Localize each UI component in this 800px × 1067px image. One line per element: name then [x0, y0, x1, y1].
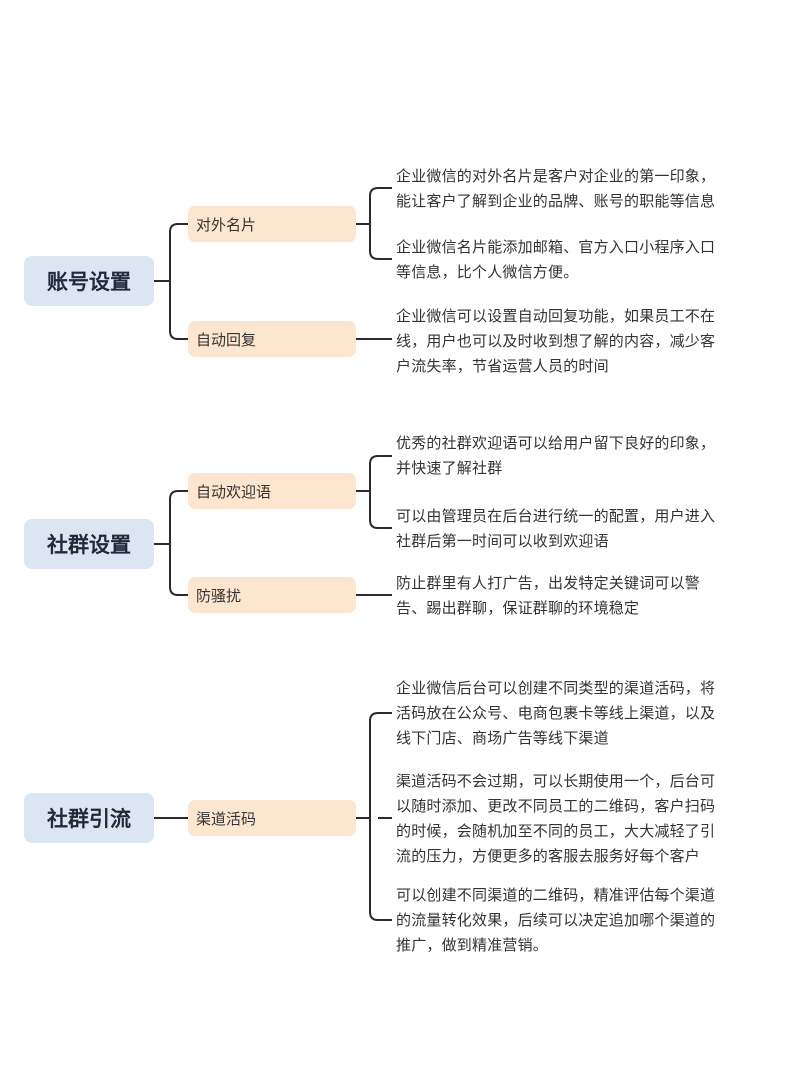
root-node-community-traffic: 社群引流	[24, 793, 154, 843]
note-line: 线下门店、商场广告等线下渠道	[396, 729, 609, 747]
note-line: 户流失率，节省运营人员的时间	[396, 357, 609, 375]
branch-node-channel-code: 渠道活码	[188, 800, 356, 836]
branch-node-label: 渠道活码	[196, 809, 257, 828]
note-line: 线，用户也可以及时收到想了解的内容，减少客	[396, 332, 716, 350]
note-line: 可以创建不同渠道的二维码，精准评估每个渠道	[396, 886, 716, 904]
connector-root-2	[154, 490, 188, 596]
connector-branch-2-1	[356, 455, 392, 529]
note-line: 企业微信名片能添加邮箱、官方入口小程序入口	[396, 238, 716, 256]
note-business-card-2: 企业微信名片能添加邮箱、官方入口小程序入口 等信息，比个人微信方便。	[396, 235, 766, 285]
note-business-card-1: 企业微信的对外名片是客户对企业的第一印象， 能让客户了解到企业的品牌、账号的职能…	[396, 164, 766, 214]
branch-node-anti-harassment: 防骚扰	[188, 577, 356, 613]
root-node-label: 社群引流	[47, 807, 131, 831]
connector-branch-1-1	[356, 187, 392, 260]
note-channel-code-1: 企业微信后台可以创建不同类型的渠道活码，将 活码放在公众号、电商包裹卡等线上渠道…	[396, 676, 766, 751]
branch-node-label: 对外名片	[196, 215, 257, 234]
branch-node-label: 自动回复	[196, 330, 257, 349]
note-line: 可以由管理员在后台进行统一的配置，用户进入	[396, 507, 716, 525]
note-line: 防止群里有人打广告，出发特定关键词可以警	[396, 574, 701, 592]
branch-node-label: 自动欢迎语	[196, 482, 272, 501]
connector-root-1	[154, 223, 188, 340]
connector-branch-3-1	[356, 712, 392, 921]
note-line: 的流量转化效果，后续可以决定追加哪个渠道的	[396, 911, 716, 929]
root-node-label: 账号设置	[47, 270, 131, 294]
note-line: 社群后第一时间可以收到欢迎语	[396, 532, 609, 550]
note-line: 渠道活码不会过期，可以长期使用一个，后台可	[396, 772, 716, 790]
note-line: 告、踢出群聊，保证群聊的环境稳定	[396, 599, 640, 617]
note-welcome-message-2: 可以由管理员在后台进行统一的配置，用户进入 社群后第一时间可以收到欢迎语	[396, 504, 766, 554]
note-line: 能让客户了解到企业的品牌、账号的职能等信息	[396, 192, 716, 210]
note-line: 企业微信后台可以创建不同类型的渠道活码，将	[396, 679, 716, 697]
note-line: 并快速了解社群	[396, 459, 503, 477]
note-line: 等信息，比个人微信方便。	[396, 263, 579, 281]
root-node-account-settings: 账号设置	[24, 256, 154, 306]
note-line: 活码放在公众号、电商包裹卡等线上渠道，以及	[396, 704, 716, 722]
branch-node-auto-reply: 自动回复	[188, 321, 356, 357]
note-auto-reply: 企业微信可以设置自动回复功能，如果员工不在 线，用户也可以及时收到想了解的内容，…	[396, 304, 766, 379]
branch-node-welcome-message: 自动欢迎语	[188, 473, 356, 509]
note-line: 推广，做到精准营销。	[396, 936, 549, 954]
root-node-label: 社群设置	[47, 533, 131, 557]
note-anti-harassment: 防止群里有人打广告，出发特定关键词可以警 告、踢出群聊，保证群聊的环境稳定	[396, 571, 766, 621]
branch-node-label: 防骚扰	[196, 586, 242, 605]
note-line: 企业微信的对外名片是客户对企业的第一印象，	[396, 167, 716, 185]
note-welcome-message-1: 优秀的社群欢迎语可以给用户留下良好的印象， 并快速了解社群	[396, 431, 766, 481]
note-line: 的时候，会随机加至不同的员工，大大减轻了引	[396, 822, 716, 840]
note-line: 以随时添加、更改不同员工的二维码，客户扫码	[396, 797, 716, 815]
note-line: 企业微信可以设置自动回复功能，如果员工不在	[396, 307, 716, 325]
note-channel-code-3: 可以创建不同渠道的二维码，精准评估每个渠道 的流量转化效果，后续可以决定追加哪个…	[396, 883, 766, 958]
note-line: 优秀的社群欢迎语可以给用户留下良好的印象，	[396, 434, 716, 452]
branch-node-business-card: 对外名片	[188, 206, 356, 242]
root-node-community-settings: 社群设置	[24, 519, 154, 569]
note-channel-code-2: 渠道活码不会过期，可以长期使用一个，后台可 以随时添加、更改不同员工的二维码，客…	[396, 769, 766, 869]
note-line: 流的压力，方便更多的客服去服务好每个客户	[396, 847, 701, 865]
